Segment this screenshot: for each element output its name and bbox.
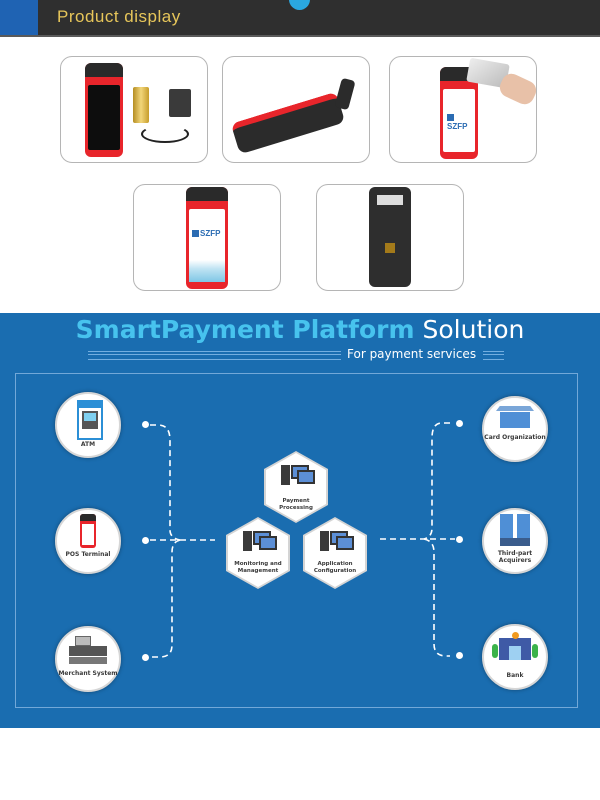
product-front-image[interactable]: SZFP bbox=[133, 184, 281, 291]
product-kit-image[interactable] bbox=[60, 56, 208, 163]
pos-terminal-icon bbox=[80, 514, 96, 548]
node-monitoring-management[interactable]: Monitoring and Management bbox=[226, 517, 290, 589]
subtitle-decor-right bbox=[483, 351, 504, 360]
node-bank[interactable]: Bank bbox=[482, 624, 548, 690]
charger-icon bbox=[169, 89, 191, 117]
product-nfc-image[interactable]: SZFP bbox=[389, 56, 537, 163]
connector-dot bbox=[142, 654, 149, 661]
section-title: Product display bbox=[57, 7, 181, 26]
solution-title: SmartPayment Platform Solution bbox=[75, 315, 525, 344]
product-side-image[interactable] bbox=[222, 56, 370, 163]
subtitle-decor-left bbox=[88, 351, 341, 360]
pos-device-back-icon bbox=[369, 187, 411, 287]
cable-icon bbox=[141, 125, 189, 143]
solution-subtitle: For payment services bbox=[347, 347, 477, 361]
header-accent-bar bbox=[0, 0, 38, 35]
diagram-frame bbox=[15, 373, 578, 708]
cash-register-icon bbox=[69, 636, 107, 664]
bank-icon bbox=[492, 632, 538, 662]
connector-dot bbox=[456, 652, 463, 659]
node-atm[interactable]: ATM bbox=[55, 392, 121, 458]
paper-roll-icon bbox=[133, 87, 149, 123]
atm-icon bbox=[77, 400, 103, 440]
node-third-part-acquirers[interactable]: Third-part Acquirers bbox=[482, 508, 548, 574]
product-back-image[interactable] bbox=[316, 184, 464, 291]
node-merchant-system[interactable]: Merchant System bbox=[55, 626, 121, 692]
connector-dot bbox=[456, 536, 463, 543]
node-pos-terminal[interactable]: POS Terminal bbox=[55, 508, 121, 574]
header-dot-icon bbox=[289, 0, 310, 10]
pos-device-icon bbox=[85, 63, 123, 157]
node-card-organization[interactable]: Card Organization bbox=[482, 396, 548, 462]
pos-device-icon: SZFP bbox=[186, 187, 228, 289]
building-icon bbox=[500, 514, 530, 546]
connector-dot bbox=[142, 537, 149, 544]
institution-icon bbox=[496, 406, 534, 430]
connector-dot bbox=[142, 421, 149, 428]
connector-dot bbox=[456, 420, 463, 427]
